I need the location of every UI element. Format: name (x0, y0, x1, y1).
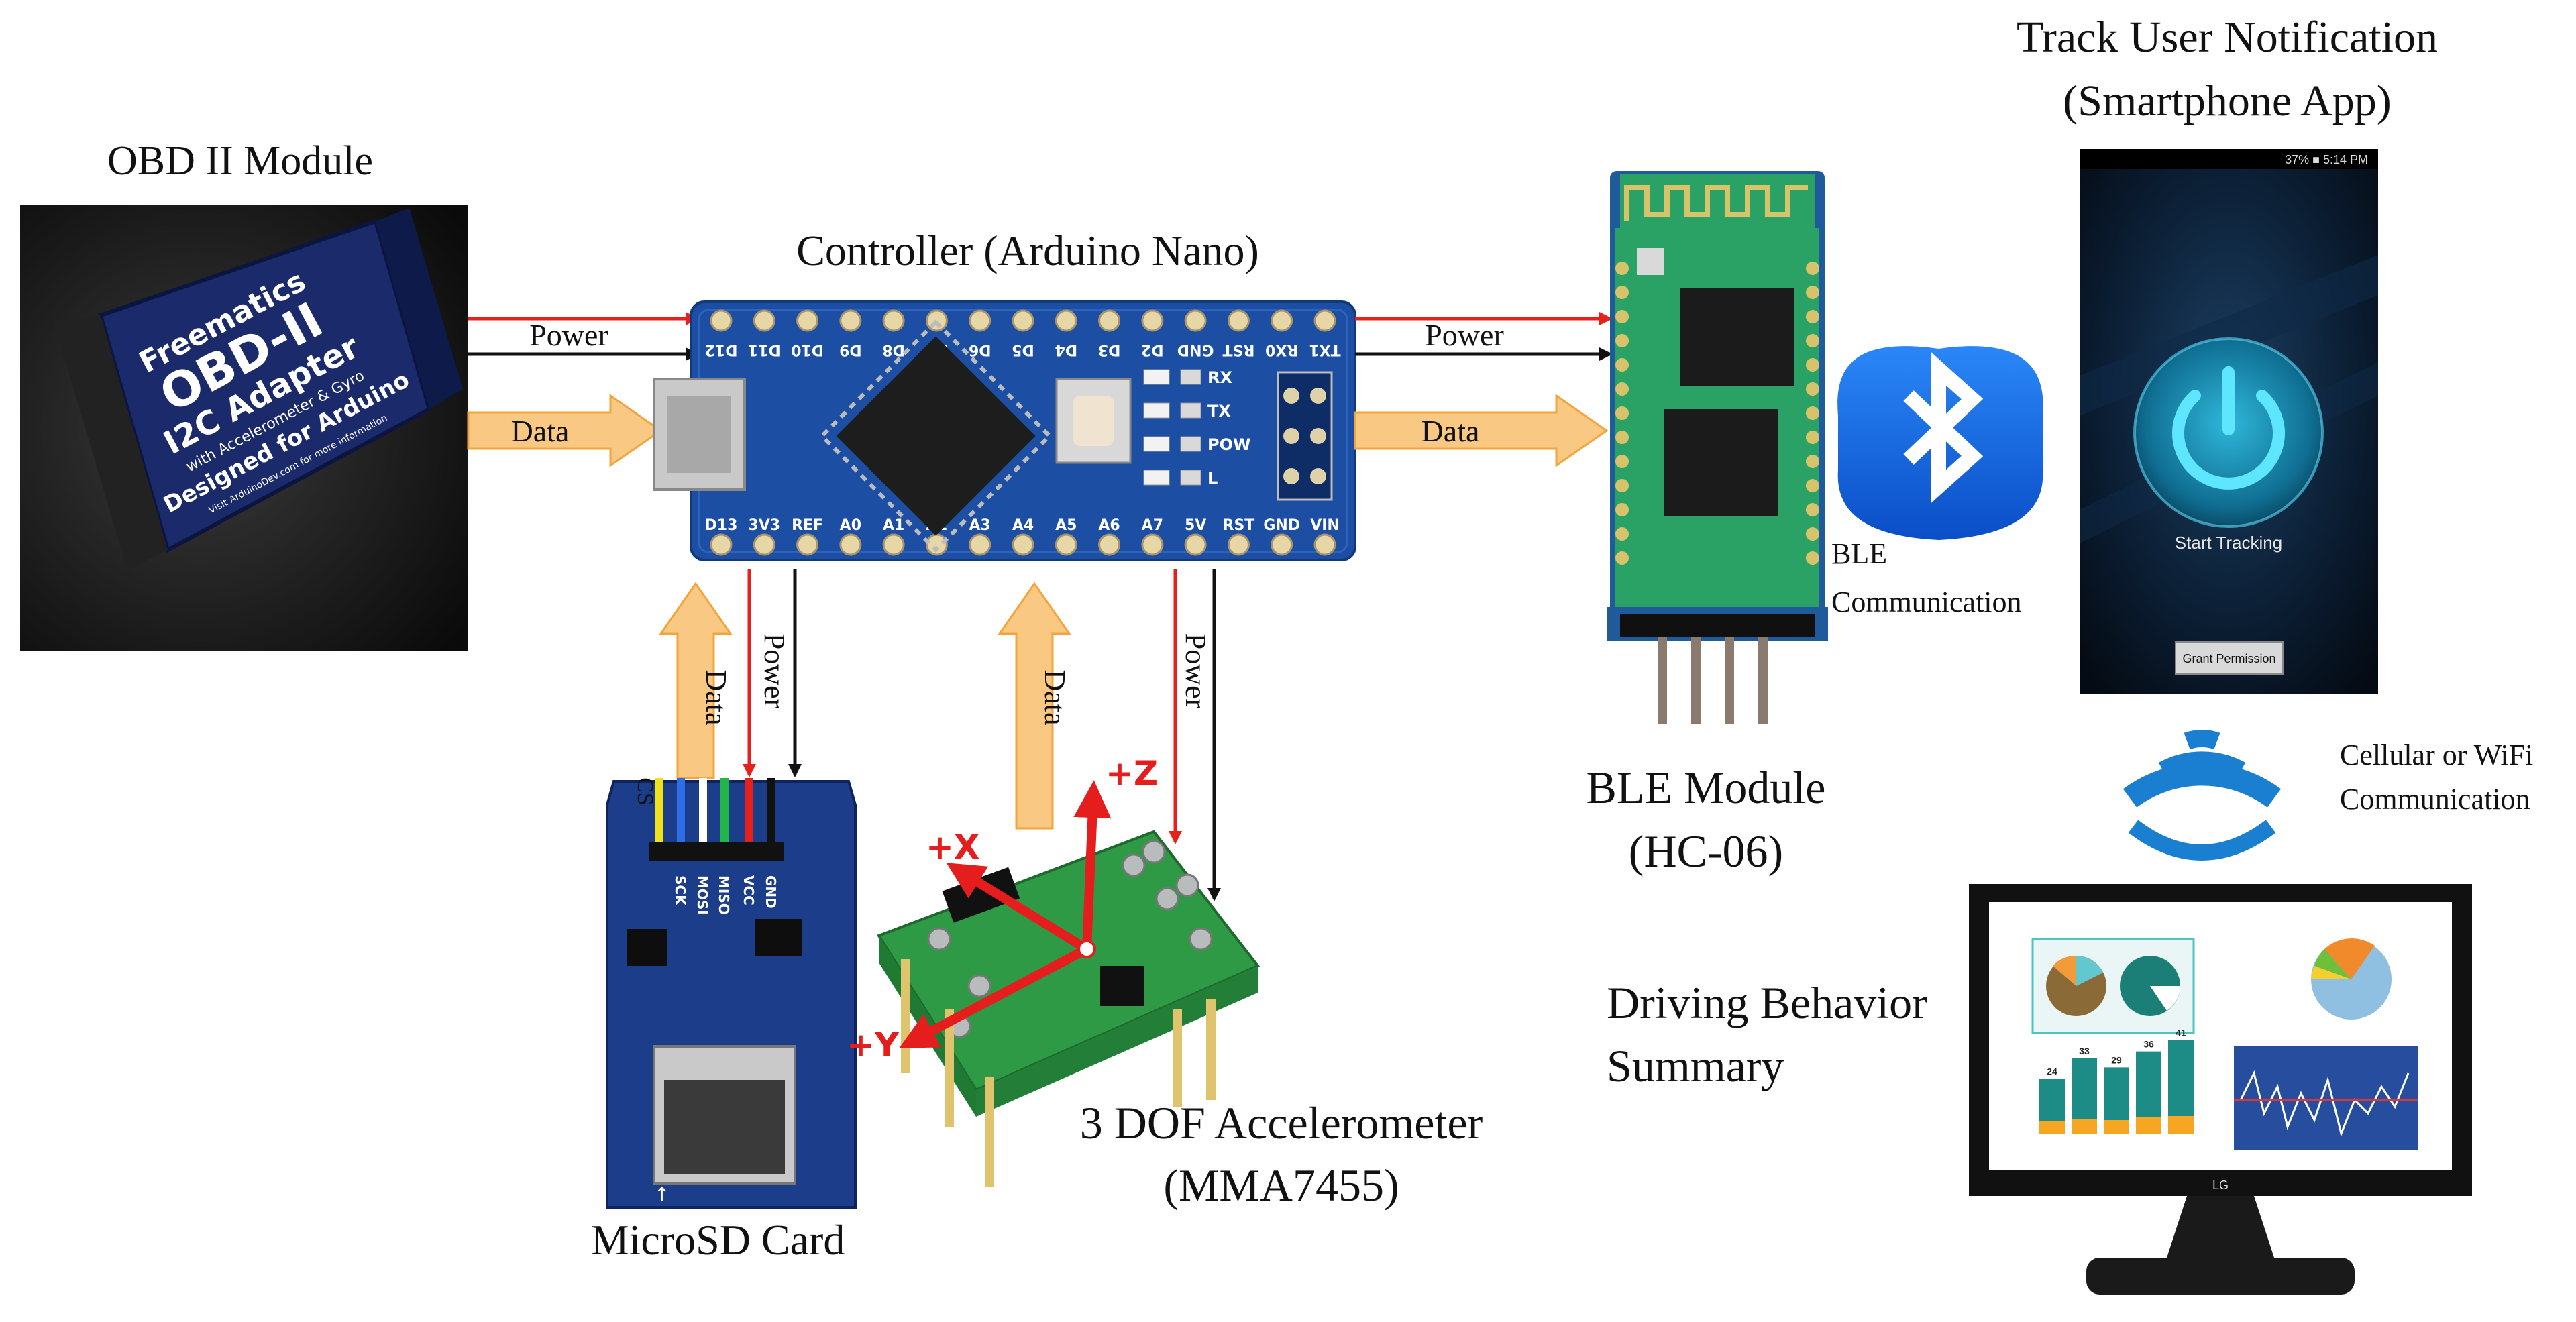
monitor-bar-label: 33 (2079, 1046, 2090, 1056)
accel-power-label: Power (1179, 633, 1212, 709)
microsd-title: MicroSD Card (591, 1216, 845, 1264)
nano-pin-label-bottom: A6 (1098, 517, 1120, 534)
nano-pin-label-bottom: RST (1223, 517, 1255, 534)
ble-power-label: Power (1425, 318, 1504, 352)
driving-behavior-line1: Driving Behavior (1607, 977, 1927, 1028)
nano-pin-label-top: TX1 (1309, 341, 1340, 358)
nano-pin-label-bottom: REF (792, 517, 823, 534)
microsd-pin-label: VCC (741, 875, 757, 905)
microsd-pin-label: MISO (716, 875, 732, 915)
nano-led-label: TX (1208, 402, 1231, 421)
ble-communication-line1: BLE (1831, 537, 1887, 570)
obd-data-label: Data (511, 414, 570, 448)
monitor-bar-label: 36 (2143, 1039, 2154, 1050)
microsd-data-arrow (659, 582, 733, 779)
track-notification-title-line2: (Smartphone App) (2063, 76, 2391, 125)
nano-pin-label-bottom: A1 (883, 517, 904, 534)
nano-led-label: RX (1208, 368, 1232, 387)
monitor-brand: LG (2212, 1178, 2229, 1192)
nano-pin-label-top: D10 (791, 341, 824, 358)
obd-data-arrow (467, 394, 663, 467)
nano-pin-label-top: D4 (1055, 341, 1077, 358)
accelerometer-module (877, 780, 1260, 1187)
track-notification-title-line1: Track User Notification (2017, 13, 2438, 62)
bluetooth-icon (1837, 346, 2043, 540)
nano-pin-label-bottom: A7 (1142, 517, 1163, 534)
cellular-wifi-line2: Communication (2340, 783, 2530, 816)
ble-module-title-line1: BLE Module (1587, 762, 1826, 813)
nano-pin-label-bottom: D13 (705, 517, 738, 534)
nano-led-label: POW (1208, 435, 1250, 454)
microsd-pin-label: GND (763, 875, 779, 909)
phone-status-bar: 37% ■ 5:14 PM (2285, 153, 2368, 166)
ble-data-arrow (1354, 394, 1609, 467)
nano-pin-label-top: D9 (839, 341, 862, 358)
start-tracking-label: Start Tracking (2175, 533, 2282, 553)
monitor: LG 24 33 29 36 41 (1969, 884, 2472, 1295)
microsd-pin-label: SCK (672, 875, 688, 906)
svg-text:Grant Permission: Grant Permission (2182, 652, 2275, 665)
cellular-wifi-line1: Cellular or WiFi (2340, 738, 2533, 771)
nano-pin-label-top: RX0 (1265, 341, 1298, 358)
microsd-pin-label: MOSI (694, 875, 710, 915)
monitor-bar-label: 29 (2111, 1054, 2122, 1065)
ble-module-photo (1607, 171, 1828, 724)
grant-permission-button[interactable]: Grant Permission (2175, 641, 2284, 675)
monitor-bar-label: 41 (2176, 1028, 2186, 1038)
microsd-pin-label: CS (633, 777, 657, 806)
nano-pin-label-top: D5 (1012, 341, 1034, 358)
ble-communication-line2: Communication (1831, 586, 2022, 618)
microsd-power-label: Power (758, 633, 791, 709)
nano-pin-label-bottom: VIN (1310, 517, 1340, 534)
nano-pin-label-top: RST (1223, 341, 1255, 358)
nano-pin-label-bottom: 5V (1185, 517, 1206, 534)
obd-module-title: OBD II Module (107, 138, 373, 184)
nano-pin-label-bottom: A4 (1012, 517, 1034, 534)
nano-pin-label-top: D12 (705, 341, 738, 358)
obd-power-label: Power (529, 318, 608, 352)
ble-module-title-line2: (HC-06) (1629, 826, 1783, 877)
nano-pin-label-bottom: GND (1263, 517, 1300, 534)
nano-pin-label-top: D2 (1141, 341, 1164, 358)
monitor-bar-label: 24 (2047, 1066, 2057, 1077)
svg-text:↑: ↑ (654, 1183, 669, 1205)
nano-pin-label-bottom: 3V3 (748, 517, 780, 534)
accelerometer-title-line2: (MMA7455) (1163, 1160, 1399, 1211)
microsd-card-module: CS SCK MOSI MISO VCC GND ↑ (606, 777, 857, 1209)
nano-pin-label-top: D6 (969, 341, 991, 358)
accelerometer-title-line1: 3 DOF Accelerometer (1080, 1097, 1483, 1148)
nano-pin-label-top: D11 (748, 341, 781, 358)
microsd-data-label: Data (700, 669, 733, 725)
nano-pin-label-top: D8 (882, 341, 905, 358)
driving-behavior-line2: Summary (1607, 1040, 1784, 1091)
accel-axis-x: +X (926, 828, 979, 867)
accel-axis-y: +Y (847, 1026, 900, 1064)
nano-led-label: L (1208, 469, 1218, 488)
wifi-icon (2123, 730, 2282, 861)
obd-module-photo: Freematics OBD-II I2C Adapter with Accel… (20, 205, 468, 651)
nano-pin-label-bottom: A3 (969, 517, 991, 534)
accel-data-label: Data (1038, 669, 1071, 725)
nano-pin-label-top: GND (1177, 341, 1214, 358)
nano-pin-label-bottom: A5 (1055, 517, 1077, 534)
arduino-nano-board: D12D11D10D9D8D7D6D5D4D3D2GNDRSTRX0TX1 D1… (653, 300, 1356, 561)
accel-axis-z: +Z (1106, 754, 1158, 793)
nano-pin-label-top: D3 (1098, 341, 1121, 358)
start-tracking-power-button[interactable] (2133, 337, 2324, 528)
ble-data-label: Data (1421, 414, 1480, 448)
controller-title: Controller (Arduino Nano) (796, 227, 1259, 274)
nano-pin-label-bottom: A0 (840, 517, 861, 534)
accel-data-arrow (998, 582, 1071, 830)
